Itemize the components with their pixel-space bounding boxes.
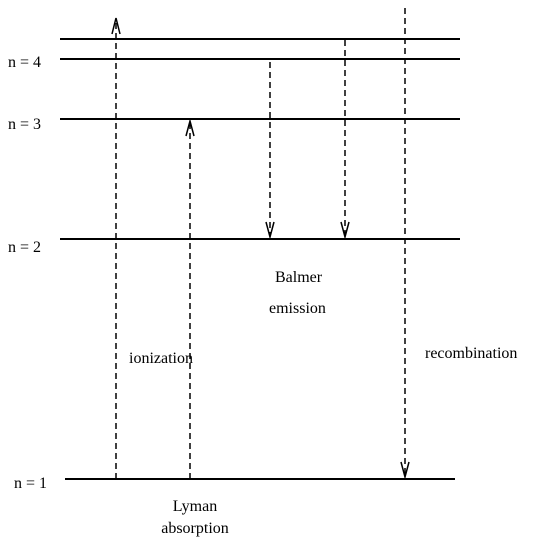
lyman-label-line1: Lyman: [172, 498, 218, 515]
balmer-label-line1: Balmer: [275, 269, 323, 286]
lyman-arrowhead: [185, 118, 195, 137]
balmer-arrowhead-2: [340, 221, 350, 240]
balmer-arrowhead-1: [265, 221, 275, 240]
level-label-n1: n = 1: [14, 475, 48, 492]
ionization-arrowhead: [111, 17, 121, 35]
recombination-arrowhead: [400, 461, 410, 480]
recombination-label: recombination: [425, 345, 518, 362]
level-label-n2: n = 2: [8, 239, 42, 256]
level-label-n4: n = 4: [8, 54, 42, 71]
lyman-label-line2: absorption: [161, 520, 229, 537]
level-label-n3: n = 3: [8, 116, 42, 133]
balmer-label-line2: emission: [269, 300, 326, 317]
ionization-label: ionization: [129, 350, 193, 367]
